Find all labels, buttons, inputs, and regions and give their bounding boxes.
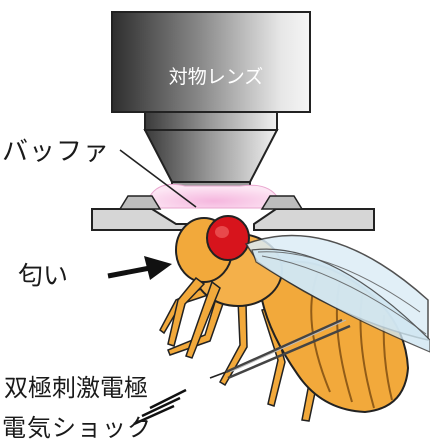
- buffer-label: バッファ: [2, 131, 110, 168]
- drosophila-fly: [160, 216, 430, 421]
- odor-arrow: [108, 256, 172, 280]
- electric-shock-label: 電気ショック: [2, 408, 152, 440]
- objective-lens-label: 対物レンズ: [0, 62, 370, 89]
- electrode-label: 双極刺激電極: [4, 368, 148, 403]
- objective-lens: [112, 12, 310, 188]
- buffer-drop: [150, 184, 278, 208]
- odor-label: 匂い: [18, 256, 68, 292]
